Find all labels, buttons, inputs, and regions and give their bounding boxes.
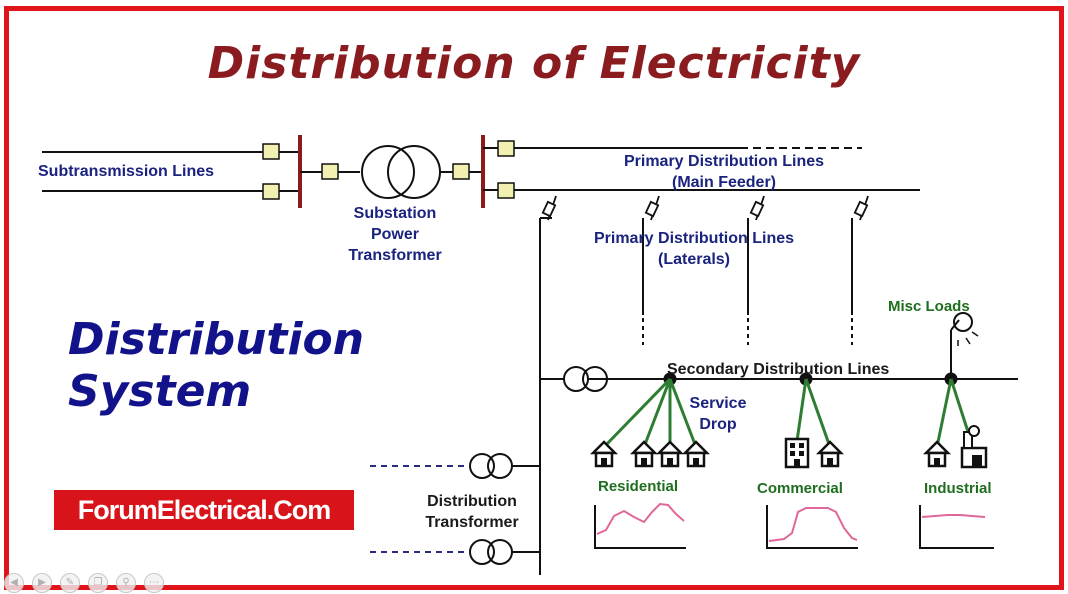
misc-load-icon [950, 312, 979, 379]
subtransmission-lines [42, 151, 300, 192]
commercial-label: Commercial [757, 480, 843, 497]
primary-laterals-label: Primary Distribution Lines (Laterals) [593, 230, 795, 268]
residential-label: Residential [598, 478, 679, 495]
industrial-load-curve [919, 505, 994, 549]
residential-load-curve [594, 502, 686, 549]
misc-loads-label: Misc Loads [888, 298, 970, 315]
distribution-transformer-label: Distribution Transformer [425, 493, 519, 531]
industrial-label: Industrial [924, 480, 992, 497]
outer-frame [4, 6, 1064, 590]
service-drop-lines [602, 377, 972, 449]
substation-transformer [300, 145, 483, 199]
distribution-system-label: Distribution System [68, 314, 365, 417]
subtransmission-label: Subtransmission Lines [38, 163, 215, 180]
secondary-lines-label: Secondary Distribution Lines [667, 361, 890, 378]
skip-back-icon[interactable]: ◀ [4, 573, 24, 593]
fuse-icon [541, 195, 869, 221]
pencil-icon[interactable]: ✎ [60, 573, 80, 593]
substation-label: Substation Power Transformer [348, 205, 442, 264]
commercial-load-curve [766, 505, 858, 549]
industrial-factory-icon [924, 425, 988, 469]
slide-toolbar: ◀ ▶ ✎ ❐ ⚲ ⋯ [4, 573, 164, 593]
more-icon[interactable]: ⋯ [144, 573, 164, 593]
residential-house-icon [591, 440, 709, 468]
play-icon[interactable]: ▶ [32, 573, 52, 593]
brand-logo: ForumElectrical.Com [54, 490, 354, 530]
page-title: Distribution of Electricity [207, 38, 861, 89]
secondary-distribution-lines [540, 366, 1018, 392]
copy-icon[interactable]: ❐ [88, 573, 108, 593]
zoom-icon[interactable]: ⚲ [116, 573, 136, 593]
breaker-box [262, 183, 280, 200]
primary-laterals [539, 217, 853, 575]
commercial-building-icon [784, 437, 843, 469]
breaker-box [262, 143, 280, 160]
distribution-transformers [370, 453, 540, 565]
primary-main-feeder [483, 140, 920, 199]
primary-main-feeder-label: Primary Distribution Lines (Main Feeder) [623, 153, 825, 191]
service-drop-label: Service Drop [689, 395, 747, 433]
